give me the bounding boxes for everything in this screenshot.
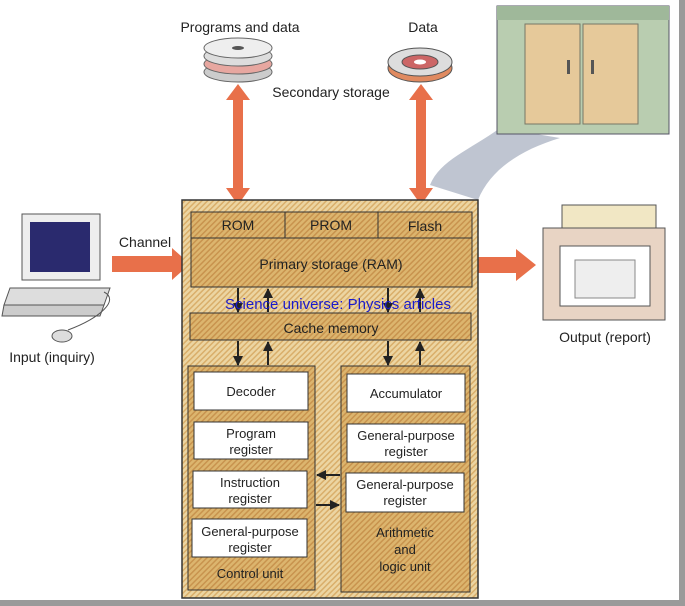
input-label: Input (inquiry) [9,349,95,365]
output-label: Output (report) [559,329,651,345]
page-shadow-right [679,0,685,606]
data-flow-arrows [233,288,425,510]
cu-general-register-box [191,518,308,558]
io-arrows [112,84,536,281]
storage-cabinet [496,5,670,135]
secondary-storage-label: Secondary storage [272,84,390,100]
alu-general-register-label-2: General-purpose [356,477,454,492]
program-register-label-2: register [229,442,273,457]
programs-and-data-label: Programs and data [180,19,299,35]
arrow-output [466,249,536,281]
data-label: Data [408,19,438,35]
channel-label: Channel [119,234,171,250]
watermark-text: Science universe: Physics articles [225,296,451,313]
alu-general-register-label-1b: register [384,444,428,459]
decoder-box [193,371,309,411]
prom-label: PROM [310,217,352,233]
alu-general-register-box-2 [345,472,465,513]
arrow-secondary-programs [226,84,250,205]
accumulator-label: Accumulator [370,386,443,401]
arrow-channel-input [112,248,190,280]
program-register-label: Program [226,426,276,441]
cache-box [189,312,472,341]
rom-row [190,211,473,239]
printer-icon [542,204,666,321]
alu-label-2: and [394,542,416,557]
ram-box [190,237,473,288]
tape-reel-icon [387,47,453,83]
ram-label: Primary storage (RAM) [259,256,402,272]
instruction-register-label-2: register [228,491,272,506]
instruction-register-box [192,470,308,509]
rom-label: ROM [222,217,255,233]
connection-swoosh [430,128,560,200]
cache-label: Cache memory [284,320,379,336]
alu-general-register-box-1 [346,423,466,463]
disk-pack-icon [203,37,273,83]
accumulator-box [346,373,466,413]
arrow-secondary-data [409,84,433,205]
flash-label: Flash [408,218,442,234]
control-unit-label: Control unit [217,566,284,581]
alu-label-3: logic unit [379,559,431,574]
page-shadow-bottom [0,600,685,606]
alu-label-1: Arithmetic [376,525,434,540]
cu-general-register-label: General-purpose [201,524,299,539]
instruction-register-label: Instruction [220,475,280,490]
computer-terminal-icon [1,213,111,343]
cu-general-register-label-2: register [228,540,272,555]
alu-general-register-label-1: General-purpose [357,428,455,443]
alu-general-register-label-2b: register [383,493,427,508]
decoder-label: Decoder [226,384,276,399]
program-register-box [193,421,309,460]
